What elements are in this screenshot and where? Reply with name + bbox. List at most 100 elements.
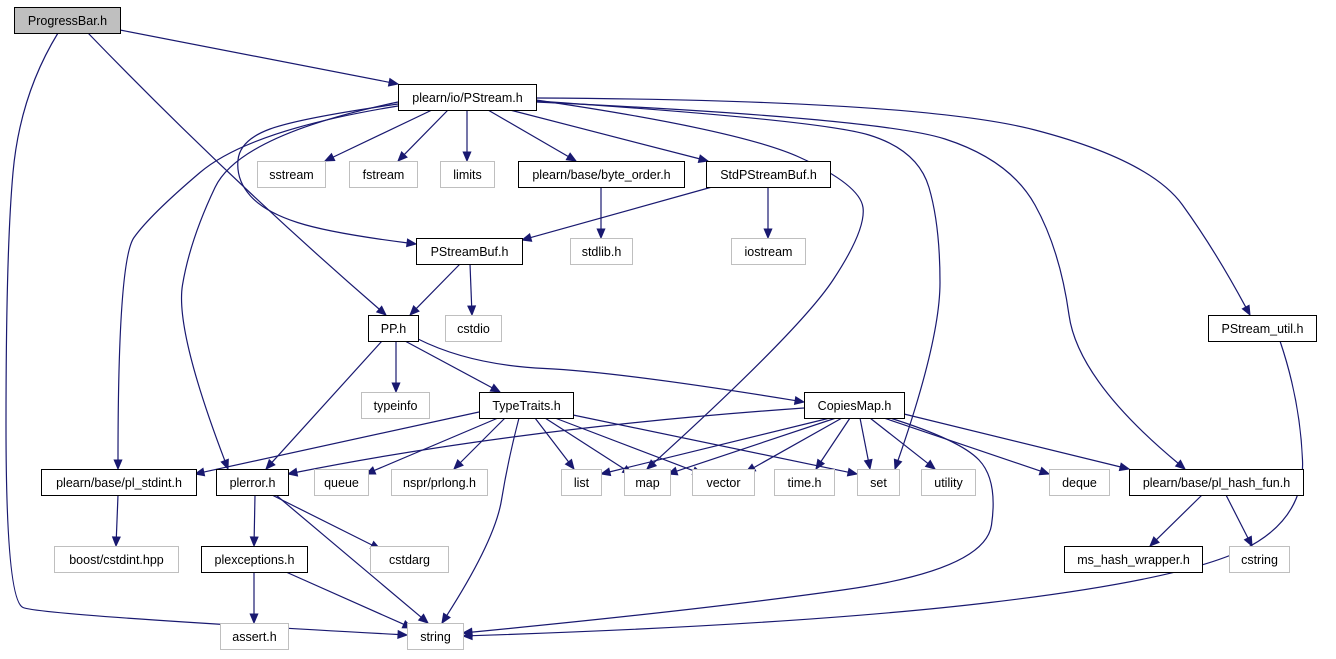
node-cstdint: boost/cstdint.hpp [54,546,179,573]
edge-arrowhead [1038,466,1051,476]
node-label: iostream [745,245,793,259]
node-label: PStreamBuf.h [431,245,509,259]
edge-arrowhead [375,305,387,316]
edge-line [535,97,1247,308]
node-timeh: time.h [774,469,835,496]
edge-arrowhead [323,152,336,162]
node-box [1064,546,1203,573]
node-label: boost/cstdint.hpp [69,553,164,567]
edge-line [753,417,843,469]
edge-line [115,494,119,538]
node-mshash[interactable]: ms_hash_wrapper.h [1064,546,1203,573]
edge-line [1225,494,1249,539]
edge-stdpsbuf-to-iostream [763,187,773,240]
edge-pstream-to-set [535,100,941,471]
node-box [440,161,495,188]
edge-typetraits-to-prlong [453,417,506,470]
node-copiesmap[interactable]: CopiesMap.h [804,392,905,419]
node-box [349,161,418,188]
edge-line [609,417,831,473]
node-stdpsbuf[interactable]: StdPStreamBuf.h [706,161,831,188]
edge-line [117,105,399,461]
edge-arrowhead [815,458,826,471]
edge-line [469,263,473,307]
node-label: plerror.h [230,476,276,490]
edge-line [203,411,480,473]
node-stdlib: stdlib.h [570,238,633,265]
edge-arrowhead [387,77,400,87]
node-queue: queue [314,469,369,496]
node-box [1049,469,1110,496]
node-label: map [635,476,659,490]
node-set: set [857,469,900,496]
edge-arrowhead [565,152,578,162]
node-box [1129,469,1304,496]
node-label: sstream [269,168,313,182]
node-typeinfo: typeinfo [361,392,430,419]
node-label: stdlib.h [582,245,622,259]
node-progressbar[interactable]: ProgressBar.h [14,7,121,34]
edge-copiesmap-to-deque [883,417,1051,476]
edge-plerror-to-string [275,494,429,624]
edge-pstream-to-plstdint [113,105,399,471]
edge-arrowhead [417,613,429,624]
edge-line [271,340,383,463]
edge-arrowhead [1118,462,1131,472]
edge-line [535,99,864,464]
node-hashfun[interactable]: plearn/base/pl_hash_fun.h [1129,469,1304,496]
node-label: deque [1062,476,1097,490]
node-label: nspr/prlong.h [403,476,476,490]
node-string: string [407,623,464,650]
edge-line [446,417,520,616]
edge-arrowhead [441,612,451,625]
node-box [1208,315,1317,342]
node-label: set [870,476,887,490]
edge-arrowhead [405,238,418,248]
edge-arrowhead [461,631,473,641]
node-label: utility [934,476,963,490]
edge-line [820,417,851,462]
node-label: time.h [787,476,821,490]
edge-arrowhead [265,458,276,470]
edge-typetraits-to-string [441,417,520,625]
node-byteorder[interactable]: plearn/base/byte_order.h [518,161,685,188]
node-prlong: nspr/prlong.h [391,469,488,496]
node-typetraits[interactable]: TypeTraits.h [479,392,574,419]
node-label: assert.h [232,630,277,644]
edge-hashfun-to-mshash [1149,494,1203,547]
edge-typetraits-to-queue [364,417,499,475]
edge-arrowhead [1243,535,1253,548]
edge-copiesmap-to-utility [869,417,937,470]
edge-line [459,417,506,464]
node-label: CopiesMap.h [818,399,892,413]
node-label: fstream [363,168,405,182]
node-label: plearn/io/PStream.h [412,91,523,105]
edge-copiesmap-to-hashfun [903,413,1131,472]
node-pstreambuf[interactable]: PStreamBuf.h [416,238,523,265]
edge-line [415,263,461,309]
edge-line [509,109,700,160]
node-label: TypeTraits.h [492,399,560,413]
node-plstdint[interactable]: plearn/base/pl_stdint.h [41,469,197,496]
edge-arrowhead [520,233,533,242]
node-label: plearn/base/byte_order.h [532,168,670,182]
node-box [41,469,197,496]
node-label: typeinfo [374,399,418,413]
node-utility: utility [921,469,976,496]
edge-arrowhead [453,459,464,470]
edge-copiesmap-to-plerror [286,407,805,477]
node-pph[interactable]: PP.h [368,315,419,342]
node-psutil[interactable]: PStream_util.h [1208,315,1317,342]
node-box [398,84,537,111]
edge-line [332,109,433,158]
node-pstream[interactable]: plearn/io/PStream.h [398,84,537,111]
edge-pph-to-plerror [265,340,383,470]
edge-arrowhead [397,629,409,640]
edge-pstream-to-fstream [397,109,449,162]
node-plerror[interactable]: plerror.h [216,469,289,496]
edge-line [535,101,1179,464]
node-box [479,392,574,419]
node-plexceptions[interactable]: plexceptions.h [201,546,308,573]
edge-line [859,417,869,461]
